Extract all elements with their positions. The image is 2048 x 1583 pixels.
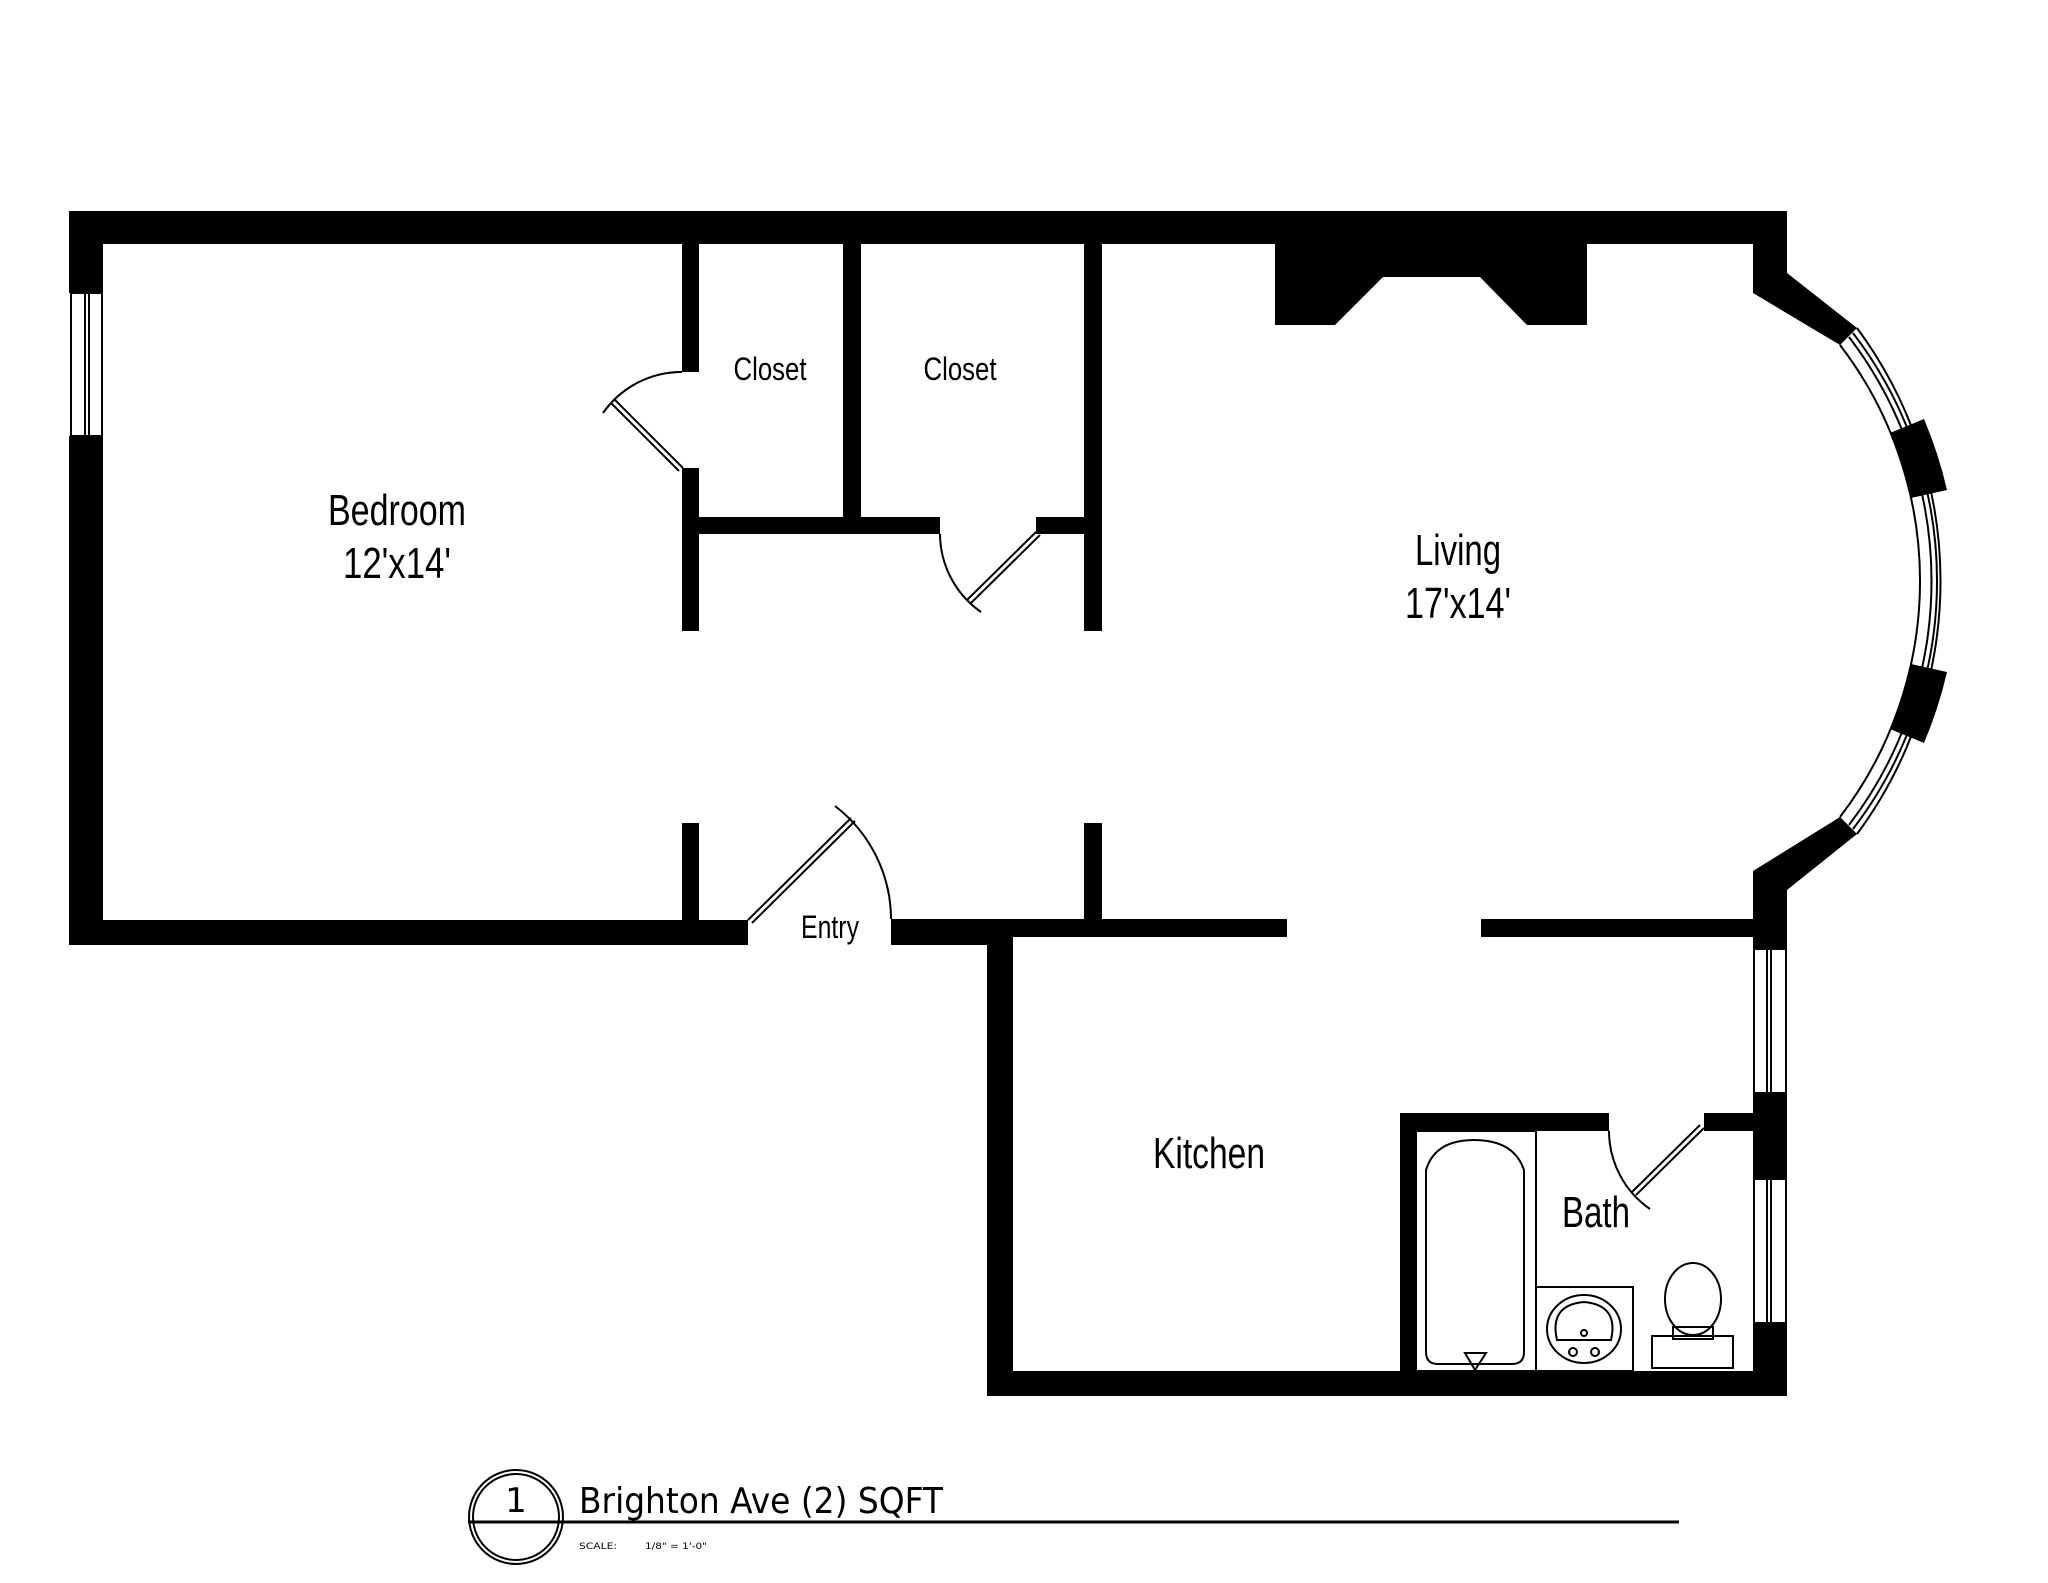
drain-marker xyxy=(1463,1352,1488,1372)
closet-wall-c xyxy=(1084,244,1102,631)
bath-label: Bath xyxy=(1562,1188,1630,1237)
entry-label: Entry xyxy=(801,909,859,945)
toilet-neck xyxy=(1672,1326,1714,1340)
left-exterior-wall-lower xyxy=(69,436,103,945)
sink-basin-inner xyxy=(1554,1300,1614,1341)
toilet-bowl xyxy=(1664,1262,1722,1336)
closet-bottom-wall-right xyxy=(1036,517,1084,534)
title-circle-inner xyxy=(472,1473,560,1561)
bedroom-bottom-wall xyxy=(69,920,748,945)
fireplace xyxy=(1275,244,1587,325)
kitchen-top-wall-left xyxy=(1013,919,1287,937)
bay-lower-diagonal-wall xyxy=(1753,817,1857,890)
right-wall-bottom xyxy=(1753,1323,1787,1396)
drawing-number: 1 xyxy=(505,1481,527,1521)
right-wall-between-windows xyxy=(1753,1093,1787,1179)
kitchen-left-wall xyxy=(987,919,1013,1396)
closet-2-label: Closet xyxy=(924,351,997,387)
walls xyxy=(69,211,1787,1396)
closet-1-label: Closet xyxy=(734,351,807,387)
title-circle-outer xyxy=(468,1469,564,1565)
entry-door xyxy=(747,805,892,924)
bath-left-wall xyxy=(1400,1113,1416,1371)
bath-window xyxy=(1753,1178,1787,1324)
right-wall-top xyxy=(1753,211,1787,273)
bathtub xyxy=(1425,1138,1525,1365)
bay-window xyxy=(1753,273,1947,890)
room-labels: Bedroom 12'x14' Closet Closet Living 17'… xyxy=(328,351,1630,1237)
faucet-left xyxy=(1568,1347,1578,1357)
living-label: Living xyxy=(1415,526,1501,575)
title-block: 1 Brighton Ave (2) SQFT SCALE: 1/8" = 1'… xyxy=(468,1469,1679,1565)
bedroom-label: Bedroom xyxy=(328,486,466,535)
kitchen-label: Kitchen xyxy=(1153,1129,1265,1178)
tub-enclosure xyxy=(1415,1130,1537,1372)
hall-stub-left xyxy=(682,823,699,920)
closet-wall-a-upper xyxy=(682,244,699,372)
toilet-tank xyxy=(1651,1335,1734,1369)
scale-value: 1/8" = 1'-0" xyxy=(645,1542,707,1552)
drawing-title: Brighton Ave (2) SQFT xyxy=(579,1481,944,1522)
closet-2-door xyxy=(939,531,1041,613)
bath-door xyxy=(1608,1124,1705,1210)
bay-pillar-upper xyxy=(1890,419,1947,498)
bay-pillar-lower xyxy=(1890,664,1947,743)
closet-wall-b xyxy=(843,244,861,534)
bath-top-wall-right xyxy=(1704,1113,1753,1131)
bath-top-wall-left xyxy=(1400,1113,1609,1131)
hall-stub-right xyxy=(1084,823,1102,920)
living-dimensions: 17'x14' xyxy=(1405,579,1511,628)
bath-fixtures xyxy=(1415,1130,1734,1372)
closet-wall-a-lower xyxy=(682,468,699,631)
closet-1-door xyxy=(602,370,684,472)
scale-label: SCALE: xyxy=(579,1542,617,1552)
bay-upper-diagonal-wall xyxy=(1753,273,1857,345)
kitchen-top-wall-right xyxy=(1481,919,1753,937)
kitchen-window xyxy=(1753,948,1787,1094)
bedroom-window xyxy=(70,292,103,437)
closet-bottom-wall-left xyxy=(699,517,940,534)
faucet-right xyxy=(1590,1347,1600,1357)
right-wall-mid xyxy=(1753,890,1787,949)
windows xyxy=(70,292,1787,1324)
sink-counter xyxy=(1535,1286,1634,1372)
sink-basin-outer xyxy=(1546,1294,1622,1364)
doors xyxy=(602,370,1705,1210)
bedroom-dimensions: 12'x14' xyxy=(343,539,451,588)
bottom-exterior-wall xyxy=(987,1371,1787,1396)
left-exterior-wall-upper xyxy=(69,211,103,293)
top-exterior-wall xyxy=(69,211,1787,244)
